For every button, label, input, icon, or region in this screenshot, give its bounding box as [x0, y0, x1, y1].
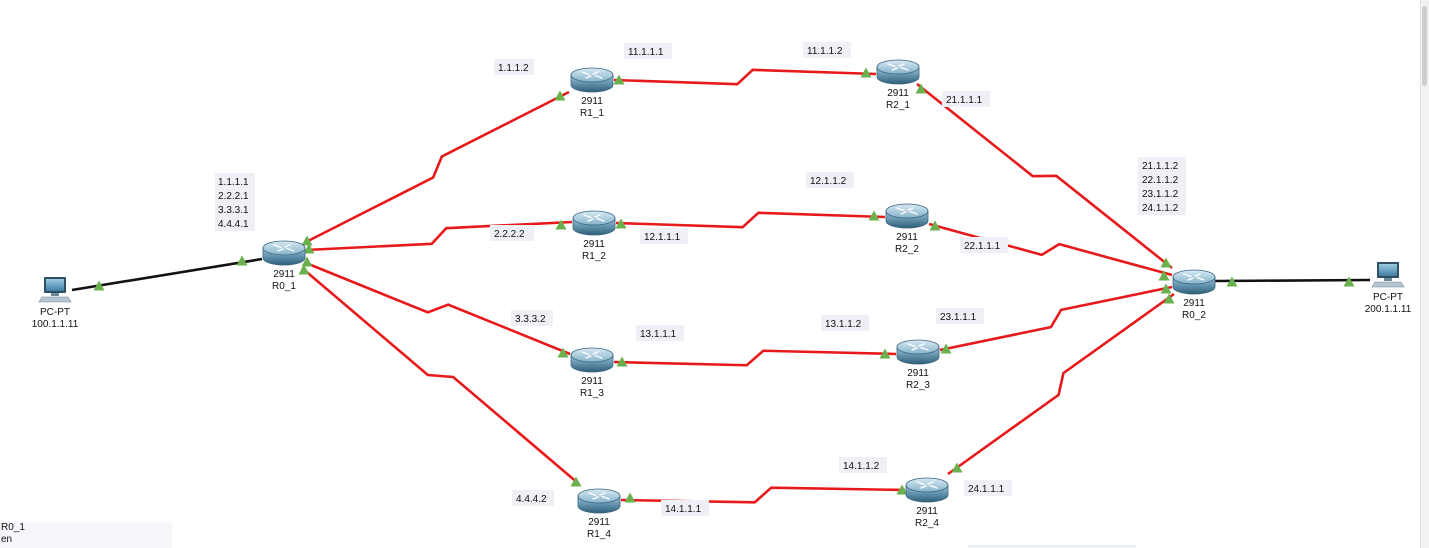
ip-label-r0-1-4: 4.4.4.1 [218, 219, 249, 230]
device-name-label: 100.1.1.11 [32, 319, 79, 330]
device-name-label: R2_2 [895, 244, 919, 255]
router-icon [1172, 269, 1216, 295]
ip-label-r1-4-a: 4.4.4.2 [516, 494, 547, 505]
device-model-label: 2911 [896, 232, 918, 243]
ip-label-r1-3-b: 13.1.1.1 [640, 329, 677, 340]
device-name-label: R1_3 [580, 388, 604, 399]
console-line: R0_1 [1, 522, 25, 533]
device-model-label: 2911 [907, 368, 929, 379]
device-name-label: R2_1 [886, 100, 910, 111]
link-r0-1-r1-1[interactable] [305, 90, 570, 244]
ip-label-r2-3-a: 13.1.1.2 [825, 319, 862, 330]
port-up-indicator [555, 219, 567, 230]
device-model-label: 2911 [273, 269, 295, 280]
port-up-indicator [624, 492, 636, 503]
link-r1-2-r2-2[interactable] [615, 211, 886, 229]
ip-label-r1-2-a: 2.2.2.2 [494, 229, 525, 240]
device-name-label: R0_1 [272, 281, 296, 292]
device-layer: 2911R0_12911R0_22911R1_12911R1_22911R1_3… [32, 59, 1412, 540]
device-model-label: 2911 [581, 96, 603, 107]
link-r0-1-r1-4[interactable] [301, 267, 580, 485]
device-name-label: R1_4 [587, 529, 611, 540]
link-r0-2-pc2[interactable] [1213, 278, 1371, 283]
router-icon [262, 240, 306, 266]
router-icon [876, 59, 920, 85]
ip-label-r0-1-3: 3.3.3.1 [218, 205, 249, 216]
status-strip [968, 545, 1136, 548]
router-icon [896, 339, 940, 365]
device-model-label: 2911 [588, 517, 610, 528]
ip-label-r2-4-b: 24.1.1.1 [968, 484, 1005, 495]
router-icon [885, 203, 929, 229]
device-model-label: 2911 [581, 376, 603, 387]
link-r1-3-r2-3[interactable] [613, 349, 897, 367]
link-r2-1-r0-2[interactable] [916, 82, 1173, 270]
device-model-label: 2911 [1183, 298, 1205, 309]
scrollbar-thumb[interactable] [1422, 6, 1427, 86]
ip-label-r1-1-b: 11.1.1.1 [628, 47, 664, 58]
router-icon [577, 488, 621, 514]
device-name-label: 200.1.1.11 [1365, 304, 1412, 315]
router-icon [570, 67, 614, 93]
pc-icon [1371, 261, 1405, 288]
device-name-label: R2_3 [906, 380, 930, 391]
ip-label-r1-3-a: 3.3.3.2 [515, 314, 546, 325]
ip-label-r0-2-2: 22.1.1.2 [1142, 175, 1179, 186]
ip-label-r2-3-b: 23.1.1.1 [940, 312, 977, 323]
ip-labels: 1.1.1.1 2.2.2.1 3.3.3.1 4.4.4.1 21.1.1.2… [215, 42, 1186, 516]
link-r2-4-r0-2[interactable] [947, 292, 1175, 476]
ip-label-r1-4-b: 14.1.1.1 [665, 504, 702, 515]
device-model-label: 2911 [583, 239, 605, 250]
device-model-label: 2911 [916, 506, 938, 517]
device-name-label: R2_4 [915, 518, 939, 529]
ip-label-r1-2-b: 12.1.1.1 [644, 232, 681, 243]
ip-label-r0-1-2: 2.2.2.1 [218, 191, 249, 202]
device-model-label: 2911 [887, 88, 909, 99]
ip-label-r2-4-a: 14.1.1.2 [843, 461, 880, 472]
link-r1-1-r2-1[interactable] [613, 68, 877, 86]
pc-icon [38, 276, 72, 303]
device-model-label: PC-PT [1373, 292, 1403, 303]
device-name-label: R1_1 [580, 108, 604, 119]
device-model-label: PC-PT [40, 307, 70, 318]
ip-label-r2-1-a: 11.1.1.2 [807, 46, 843, 57]
port-up-indicator [1343, 276, 1355, 287]
ip-label-r0-2-4: 24.1.1.2 [1142, 203, 1179, 214]
console-line: en [1, 534, 13, 545]
device-name-label: R0_2 [1182, 310, 1206, 321]
link-r0-1-r1-3[interactable] [305, 261, 571, 356]
ip-label-r2-1-b: 21.1.1.1 [946, 95, 983, 106]
ip-label-r2-2-a: 12.1.1.2 [810, 176, 847, 187]
ip-label-r0-2-1: 21.1.1.2 [1142, 161, 1179, 172]
cli-console[interactable]: R0_1 en [0, 522, 172, 548]
ip-label-r2-2-b: 22.1.1.1 [964, 241, 1001, 252]
vertical-scrollbar[interactable] [1420, 0, 1429, 548]
router-icon [905, 477, 949, 503]
router-icon [572, 210, 616, 236]
ip-label-r0-2-3: 23.1.1.2 [1142, 189, 1179, 200]
link-r2-3-r0-2[interactable] [939, 285, 1173, 352]
ip-label-r1-1-a: 1.1.1.2 [498, 63, 529, 74]
link-pc1-r0-1[interactable] [71, 257, 263, 292]
router-icon [570, 347, 614, 373]
device-name-label: R1_2 [582, 251, 606, 262]
ip-label-r0-1-1: 1.1.1.1 [218, 177, 249, 188]
